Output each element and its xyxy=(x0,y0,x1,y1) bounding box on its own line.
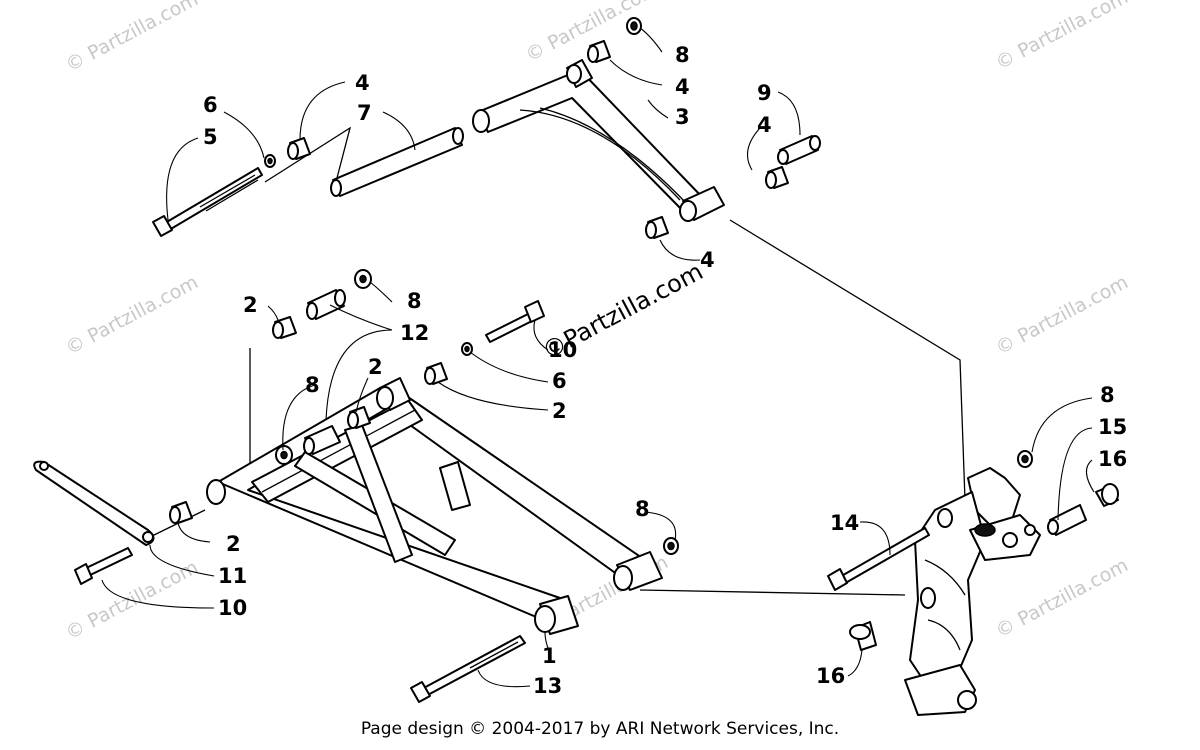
watermark-text: © Partzilla.com xyxy=(992,271,1132,359)
upper-hardware xyxy=(152,17,821,239)
watermark-text: © Partzilla.com xyxy=(62,0,202,76)
callout-number: 1 xyxy=(542,644,557,668)
watermark-text: © Partzilla.com xyxy=(992,0,1132,74)
callout-labels: 6 5 4 7 8 4 3 9 4 4 2 8 12 10 8 2 6 2 2 … xyxy=(203,43,1127,698)
copyright-footer: Page design © 2004-2017 by ARI Network S… xyxy=(360,719,840,739)
callout-number: 2 xyxy=(552,399,567,423)
callout-number: 11 xyxy=(218,564,247,588)
callout-number: 9 xyxy=(757,81,772,105)
callout-number: 8 xyxy=(1100,383,1115,407)
callout-number: 2 xyxy=(243,293,258,317)
callout-number: 8 xyxy=(675,43,690,67)
callout-number: 14 xyxy=(830,511,859,535)
callout-number: 6 xyxy=(552,369,567,393)
callout-number: 6 xyxy=(203,93,218,117)
callout-number: 13 xyxy=(533,674,562,698)
callout-number: 8 xyxy=(407,289,422,313)
callout-number: 10 xyxy=(218,596,247,620)
callout-number: 2 xyxy=(226,532,241,556)
callout-number: 4 xyxy=(700,248,715,272)
callout-number: 4 xyxy=(757,113,772,137)
lower-hardware xyxy=(33,269,679,703)
callout-number: 4 xyxy=(675,75,690,99)
upper-a-arm xyxy=(472,59,725,222)
callout-number: 16 xyxy=(816,664,845,688)
callout-number: 7 xyxy=(357,101,372,125)
callout-number: 8 xyxy=(635,497,650,521)
callout-number: 10 xyxy=(548,338,577,362)
callout-number: 3 xyxy=(675,105,690,129)
callout-number: 12 xyxy=(400,321,429,345)
callout-number: 16 xyxy=(1098,447,1127,471)
leader-lines xyxy=(101,27,1095,688)
callout-number: 15 xyxy=(1098,415,1127,439)
watermark-text: © Partzilla.com xyxy=(62,271,202,359)
callout-number: 4 xyxy=(355,71,370,95)
callout-number: 2 xyxy=(368,355,383,379)
callout-number: 5 xyxy=(203,125,218,149)
callout-number: 8 xyxy=(305,373,320,397)
knuckle-assembly xyxy=(827,450,1119,716)
watermark-text: © Partzilla.com xyxy=(992,554,1132,642)
